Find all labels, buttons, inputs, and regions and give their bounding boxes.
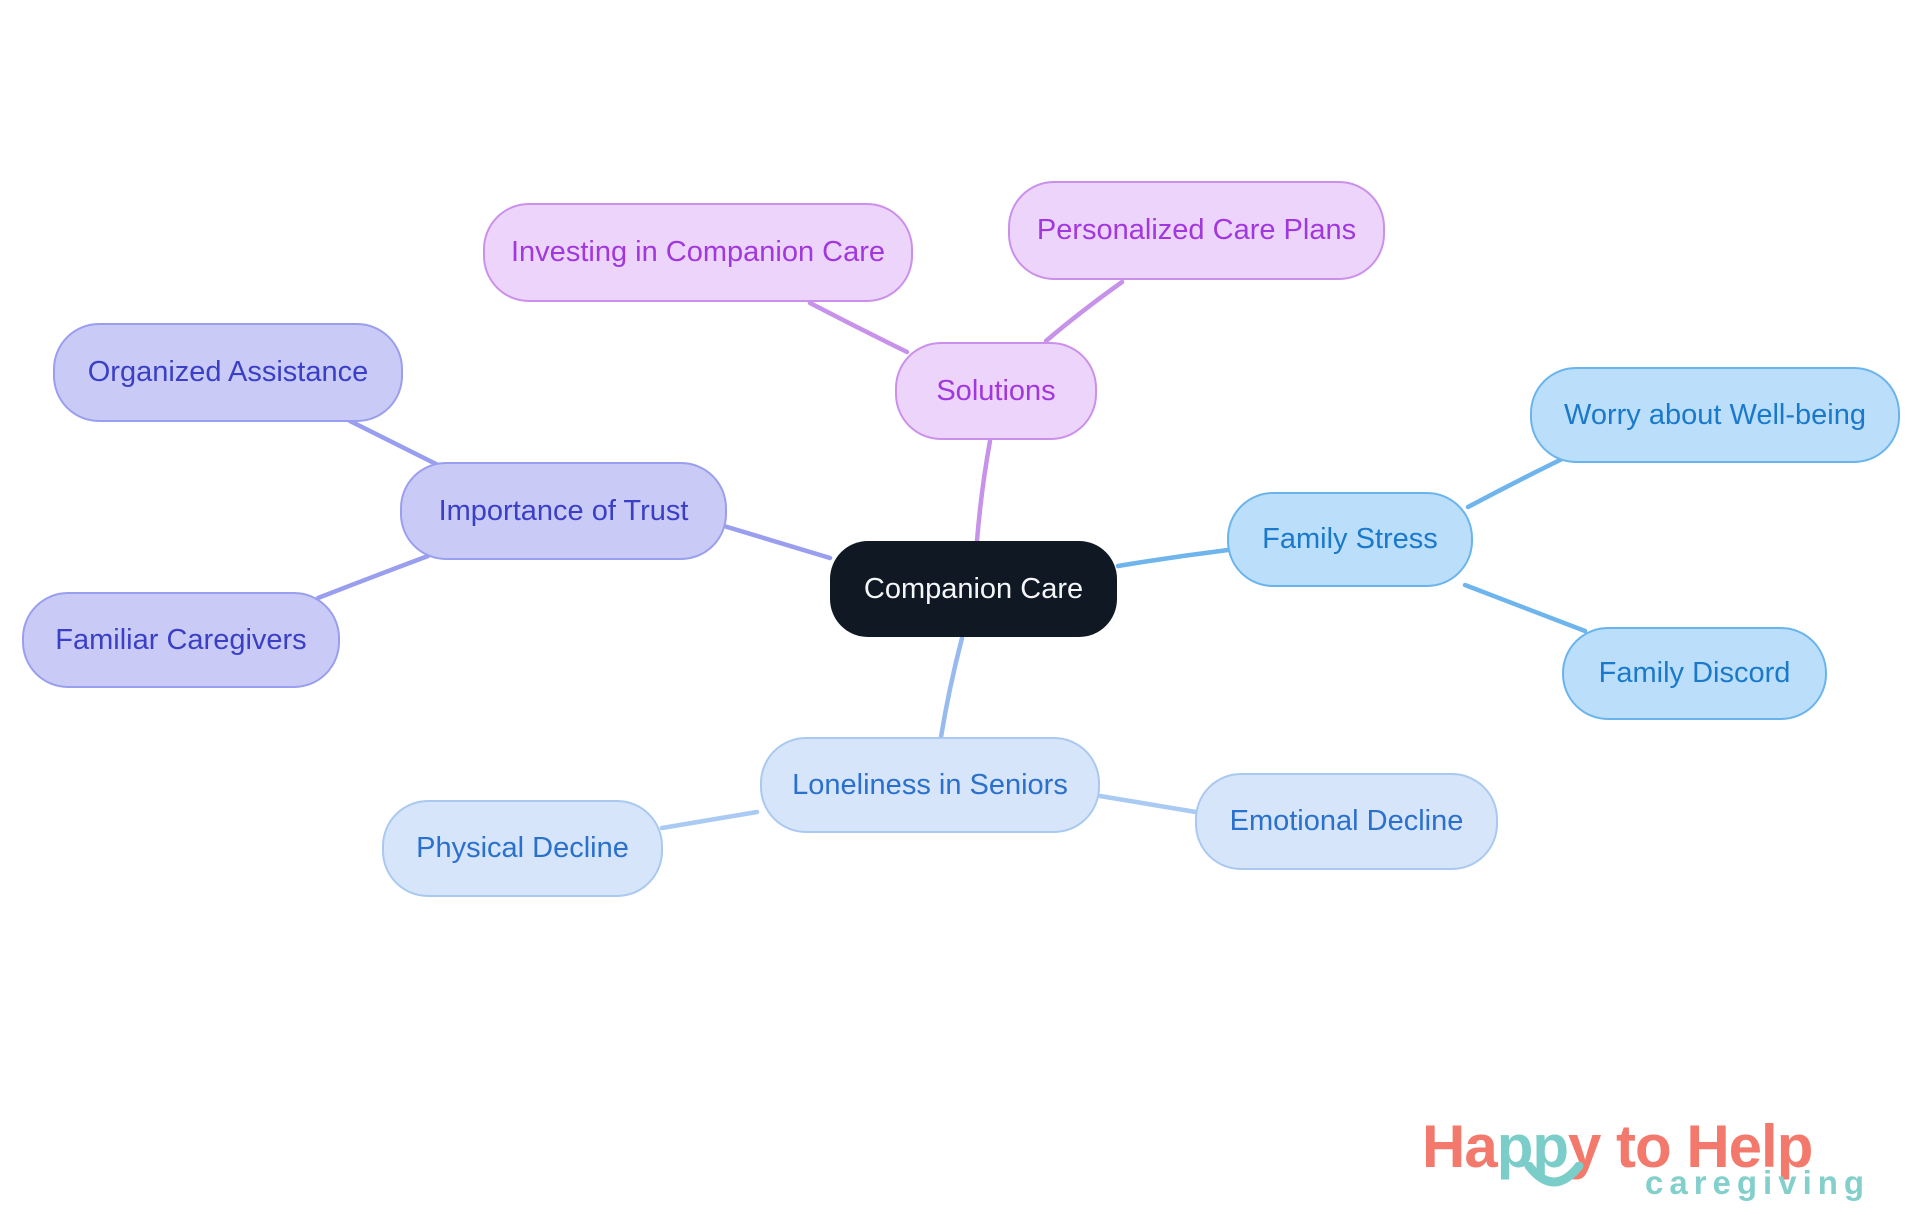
- node-solutions-label: Solutions: [936, 374, 1056, 407]
- edge-loneliness-emotional: [1097, 793, 1199, 815]
- node-physical-label: Physical Decline: [416, 832, 629, 864]
- node-familiar-caregivers[interactable]: Familiar Caregivers: [22, 592, 340, 688]
- node-loneliness-in-seniors[interactable]: Loneliness in Seniors: [760, 737, 1100, 833]
- node-physical-decline[interactable]: Physical Decline: [382, 800, 663, 897]
- node-companion-care-label: Companion Care: [863, 572, 1084, 605]
- edge-center-family-stress: [1115, 547, 1231, 569]
- logo-happy-to-help: Happy to Help: [1422, 1112, 1813, 1181]
- edge-trust-familiar: [315, 553, 431, 601]
- edge-solutions-personalized: [1043, 279, 1125, 344]
- node-discord-label: Family Discord: [1598, 657, 1791, 689]
- node-emotional-label: Emotional Decline: [1229, 805, 1464, 837]
- node-importance-of-trust[interactable]: Importance of Trust: [400, 462, 727, 560]
- node-worry-about-well-being[interactable]: Worry about Well-being: [1530, 367, 1900, 463]
- logo-text-coral-1: Ha: [1422, 1113, 1498, 1180]
- edge-solutions-investing: [807, 300, 910, 355]
- node-worry-label: Worry about Well-being: [1564, 398, 1866, 431]
- node-personalized-label: Personalized Care Plans: [1036, 214, 1357, 246]
- node-emotional-decline[interactable]: Emotional Decline: [1195, 773, 1498, 870]
- node-familiar-label: Familiar Caregivers: [55, 623, 307, 656]
- node-companion-care[interactable]: Companion Care: [830, 541, 1117, 637]
- edge-family-stress-worry: [1465, 456, 1565, 510]
- node-solutions[interactable]: Solutions: [895, 342, 1097, 440]
- node-personalized-care-plans[interactable]: Personalized Care Plans: [1008, 181, 1385, 280]
- node-organized-label: Organized Assistance: [87, 356, 369, 388]
- node-family-stress-label: Family Stress: [1262, 523, 1438, 555]
- node-family-stress[interactable]: Family Stress: [1227, 492, 1473, 587]
- edge-center-trust: [721, 523, 833, 561]
- node-organized-assistance[interactable]: Organized Assistance: [53, 323, 403, 422]
- edge-trust-organized: [347, 418, 445, 470]
- node-investing-label: Investing in Companion Care: [511, 236, 885, 268]
- node-trust-label: Importance of Trust: [438, 494, 689, 527]
- edge-family-stress-discord: [1462, 582, 1588, 634]
- edge-center-solutions: [974, 438, 993, 544]
- node-family-discord[interactable]: Family Discord: [1562, 627, 1827, 720]
- logo-tagline-caregiving: caregiving: [1645, 1164, 1871, 1201]
- node-loneliness-label: Loneliness in Seniors: [792, 768, 1068, 801]
- edge-center-loneliness: [938, 635, 965, 740]
- node-investing-in-companion-care[interactable]: Investing in Companion Care: [483, 203, 913, 302]
- smile-icon: [1524, 1162, 1584, 1187]
- logo-text-coral-2: y to Help: [1568, 1113, 1813, 1180]
- edge-loneliness-physical: [659, 809, 760, 831]
